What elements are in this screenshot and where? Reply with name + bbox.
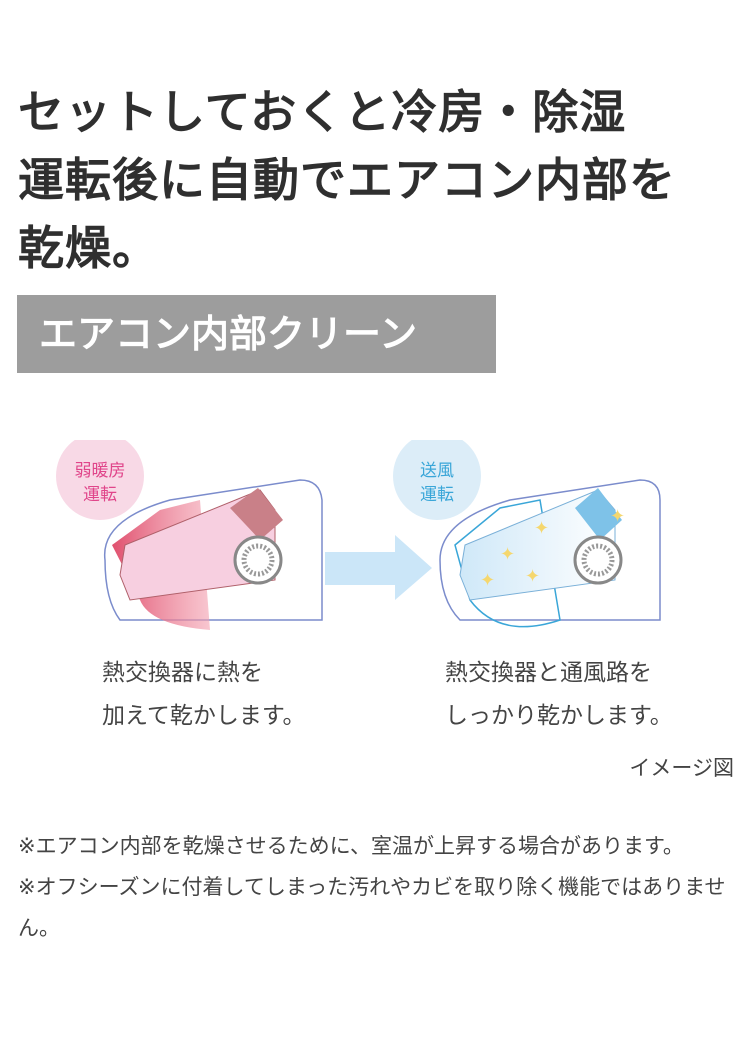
heating-caption: 熱交換器に熱を 加えて乾かします。 — [102, 652, 306, 738]
fan-caption-line-1: 熱交換器と通風路を — [445, 660, 652, 686]
svg-text:✦: ✦ — [500, 544, 515, 565]
svg-text:✦: ✦ — [610, 506, 625, 527]
image-note: イメージ図 — [629, 756, 734, 780]
headline-line-2: 運転後に自動でエアコン内部を — [18, 153, 676, 207]
headline-line-3: 乾燥。 — [18, 221, 159, 275]
heating-caption-line-1: 熱交換器に熱を — [102, 660, 263, 686]
headline-line-1: セットしておくと冷房・除湿 — [18, 85, 627, 139]
svg-text:✦: ✦ — [534, 518, 549, 539]
illustration: 弱暖房 運転 送風 運転 ✦✦✦✦✦ — [56, 440, 661, 630]
fan-badge: 送風 運転 — [393, 440, 481, 520]
svg-text:✦: ✦ — [480, 570, 495, 591]
feature-banner: エアコン内部クリーン — [17, 295, 496, 373]
heating-badge-line-1: 弱暖房 — [75, 461, 126, 481]
note-2: ※オフシーズンに付着してしまった汚れやカビを取り除く機能ではありません。 — [18, 875, 726, 940]
aircon-fan-icon: ✦✦✦✦✦ — [439, 479, 661, 628]
aircon-heating-icon — [103, 479, 323, 630]
fan-caption-line-2: しっかり乾かします。 — [445, 703, 673, 729]
fan-badge-line-1: 送風 — [420, 461, 454, 481]
fan-badge-line-2: 運転 — [420, 485, 454, 505]
heating-badge: 弱暖房 運転 — [56, 440, 144, 520]
fan-caption: 熱交換器と通風路を しっかり乾かします。 — [445, 652, 673, 738]
note-1: ※エアコン内部を乾燥させるために、室温が上昇する場合があります。 — [18, 834, 684, 858]
headline: セットしておくと冷房・除湿 運転後に自動でエアコン内部を 乾燥。 — [18, 78, 676, 282]
heating-caption-line-2: 加えて乾かします。 — [102, 703, 306, 729]
notes: ※エアコン内部を乾燥させるために、室温が上昇する場合があります。 ※オフシーズン… — [18, 826, 738, 949]
arrow-right-icon — [325, 535, 432, 600]
heating-badge-line-2: 運転 — [83, 485, 117, 505]
svg-text:✦: ✦ — [525, 566, 540, 587]
